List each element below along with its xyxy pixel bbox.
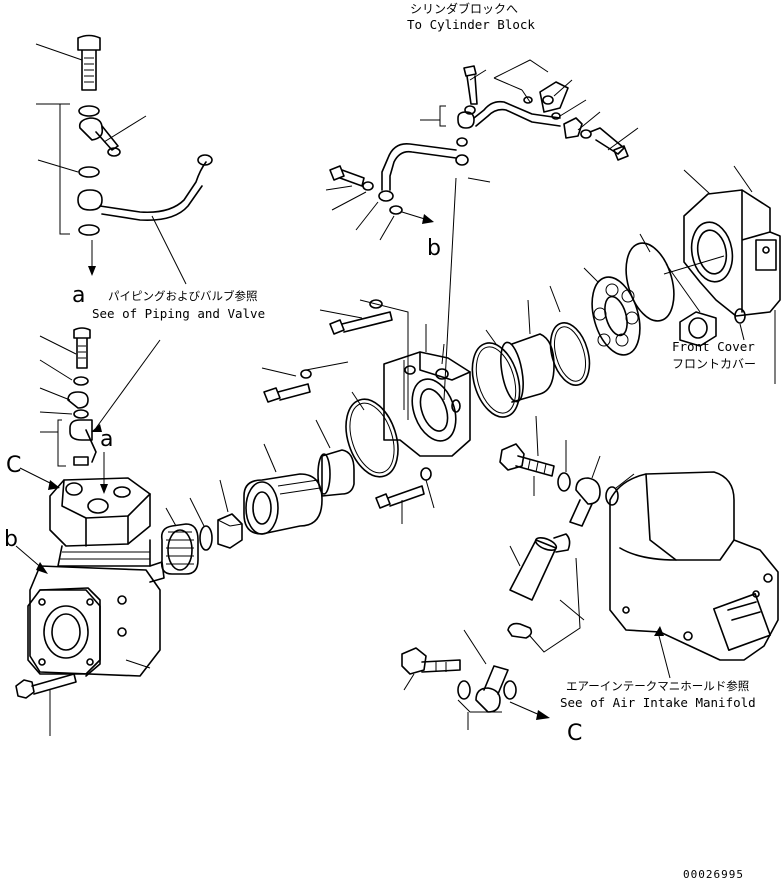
air-intake-en-label: See of Air Intake Manifold — [560, 695, 756, 710]
front-cover-seal-group — [471, 165, 781, 418]
air-compressor-body — [15, 452, 165, 736]
marker-a-mid: a — [100, 427, 113, 452]
mid-left-piping-group — [39, 327, 161, 467]
air-intake-jp-label: エアーインテークマニホールド参照 — [566, 679, 749, 693]
gear-housing — [261, 299, 471, 524]
drawing-number: 00026995 — [683, 868, 744, 881]
marker-c-left: C — [6, 453, 21, 478]
marker-a-top: a — [72, 283, 85, 308]
piping-valve-jp-label: パイピングおよびバルブ参照 — [108, 289, 258, 303]
top-left-piping-group — [35, 34, 213, 285]
air-intake-manifold — [609, 471, 779, 679]
gear-shaft-assembly — [160, 391, 399, 575]
top-center-oil-pipe — [325, 59, 639, 401]
front-cover-en-label: Front Cover — [672, 339, 755, 354]
marker-b-top: b — [427, 236, 441, 261]
to-cylinder-block-jp-label: シリンダブロックへ — [410, 1, 518, 16]
to-cylinder-block-en-label: To Cylinder Block — [407, 17, 535, 32]
lower-right-banjo-group — [401, 415, 635, 730]
piping-valve-en-label: See of Piping and Valve — [92, 306, 265, 321]
marker-c-bottom: C — [567, 721, 582, 746]
marker-b-left: b — [4, 527, 18, 552]
front-cover-jp-label: フロントカバー — [672, 357, 756, 371]
